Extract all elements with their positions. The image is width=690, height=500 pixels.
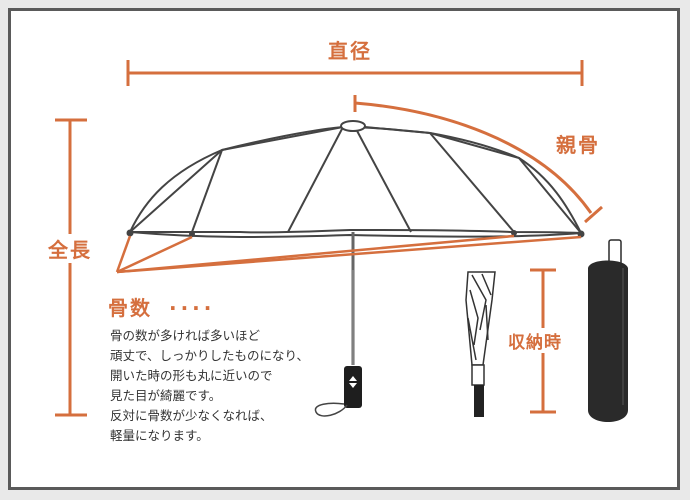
rib-arc-line	[353, 95, 603, 224]
umbrella-shaft-handle	[314, 232, 362, 417]
diagram-frame	[8, 8, 680, 490]
folded-label: 収納時	[508, 328, 562, 353]
description-line: 開いた時の形も丸に近いので	[110, 368, 273, 383]
total-length-label: 全長	[48, 234, 92, 263]
rib-count-dots: ····	[168, 296, 216, 320]
folded-umbrella	[465, 271, 496, 417]
description-line: 反対に骨数が少なくなれば、	[110, 408, 273, 423]
umbrella-case	[588, 239, 628, 422]
diameter-dimension-line	[126, 60, 584, 86]
total-length-dimension-line	[55, 118, 87, 417]
rib-count-description: 骨の数が多ければ多いほど 頑丈で、しっかりしたものになり、 開いた時の形も丸に近…	[110, 326, 309, 446]
description-line: 頑丈で、しっかりしたものになり、	[110, 348, 310, 363]
diameter-label: 直径	[328, 39, 372, 63]
rib-count-title: 骨数	[108, 296, 152, 320]
description-line: 見た目が綺麗です。	[110, 388, 222, 403]
rib-count-pointer-lines	[115, 234, 582, 274]
rib-label: 親骨	[556, 133, 600, 157]
description-line: 骨の数が多ければ多いほど	[110, 328, 261, 343]
rib-count-label: 骨数 ····	[108, 292, 215, 321]
open-umbrella	[126, 120, 585, 238]
description-line: 軽量になります。	[110, 428, 209, 443]
